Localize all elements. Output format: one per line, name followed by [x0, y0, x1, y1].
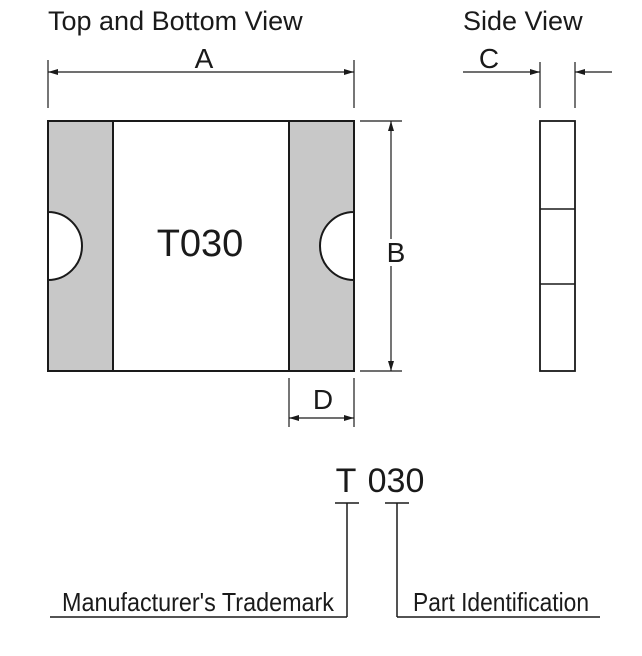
dimension-a: A [47, 43, 355, 108]
dimension-d: D [288, 378, 355, 427]
left-terminal [47, 120, 114, 372]
marking-legend: T 030 Manufacturer's Trademark Part Iden… [50, 462, 600, 618]
dimension-b-label: B [387, 237, 406, 268]
component-body: T030 [47, 120, 355, 372]
dimension-b: B [360, 120, 409, 372]
part-identification-label: Part Identification [413, 587, 589, 617]
marking-code-prefix: T [336, 462, 357, 500]
top-bottom-view-title: Top and Bottom View [48, 6, 303, 36]
side-view-body [539, 120, 576, 372]
dimension-d-label: D [313, 384, 333, 415]
dimension-c-label: C [479, 43, 499, 74]
manufacturer-trademark-label: Manufacturer's Trademark [62, 587, 335, 617]
right-terminal [288, 120, 355, 372]
dimension-a-label: A [195, 43, 214, 74]
dimension-c: C [463, 43, 612, 108]
marking-code-part: 030 [368, 462, 425, 500]
component-marking: T030 [157, 223, 244, 265]
side-view-title: Side View [463, 6, 583, 36]
